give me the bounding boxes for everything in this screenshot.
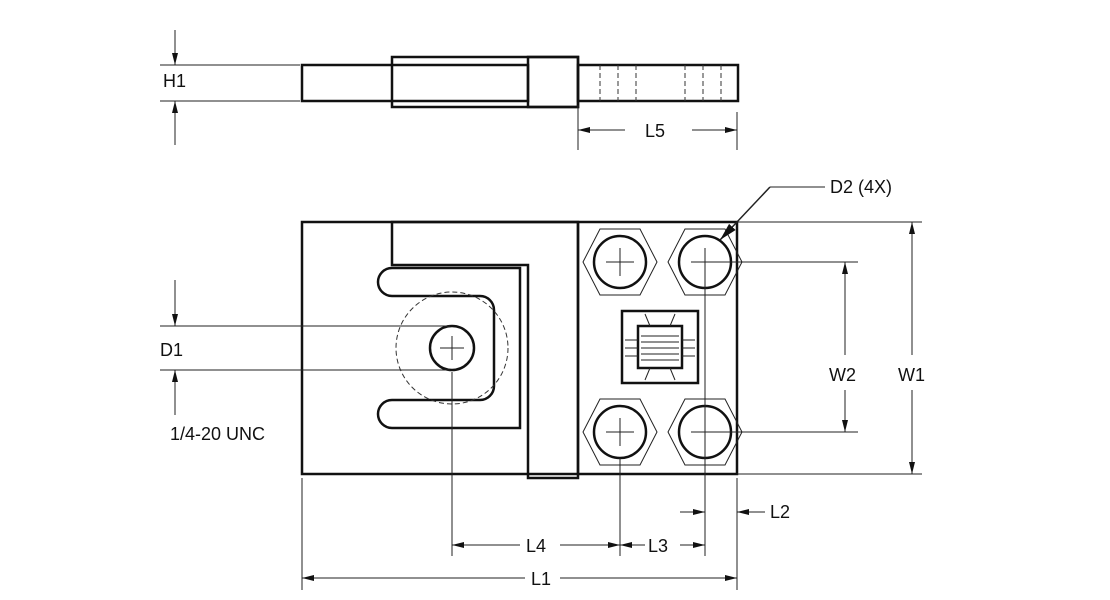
extension-lines xyxy=(301,262,738,590)
clearance-circle xyxy=(395,291,509,405)
d2-leader xyxy=(719,186,825,241)
d1-dimension xyxy=(160,280,450,415)
bolt xyxy=(582,398,658,466)
right-plate xyxy=(576,63,740,103)
bolt xyxy=(582,228,658,296)
chip-component xyxy=(620,309,700,385)
front-view: D1 1/4-20 UNC D2 (4X) W2 W1 L2 L4 L3 xyxy=(160,177,925,590)
l5-dimension xyxy=(577,105,738,150)
mounting-hole xyxy=(428,324,476,372)
w1-dimension xyxy=(737,221,922,475)
hatched-block xyxy=(526,55,580,109)
w2-dimension xyxy=(705,261,858,433)
l1-label: L1 xyxy=(531,569,551,589)
hatched-l-section xyxy=(390,220,580,480)
d2-label: D2 (4X) xyxy=(830,177,892,197)
l4-label: L4 xyxy=(526,536,546,556)
bolts xyxy=(582,228,743,466)
h1-dimension xyxy=(160,30,300,145)
left-bar xyxy=(300,63,530,103)
side-view: H1 L5 xyxy=(160,30,740,150)
h1-label: H1 xyxy=(163,71,186,91)
flexure-slot xyxy=(376,266,522,430)
l3-label: L3 xyxy=(648,536,668,556)
hidden-lines xyxy=(599,65,722,101)
w1-label: W1 xyxy=(898,365,925,385)
l5-label: L5 xyxy=(645,121,665,141)
d1-label: D1 xyxy=(160,340,183,360)
thread-label: 1/4-20 UNC xyxy=(170,424,265,444)
l2-label: L2 xyxy=(770,502,790,522)
w2-label: W2 xyxy=(829,365,856,385)
